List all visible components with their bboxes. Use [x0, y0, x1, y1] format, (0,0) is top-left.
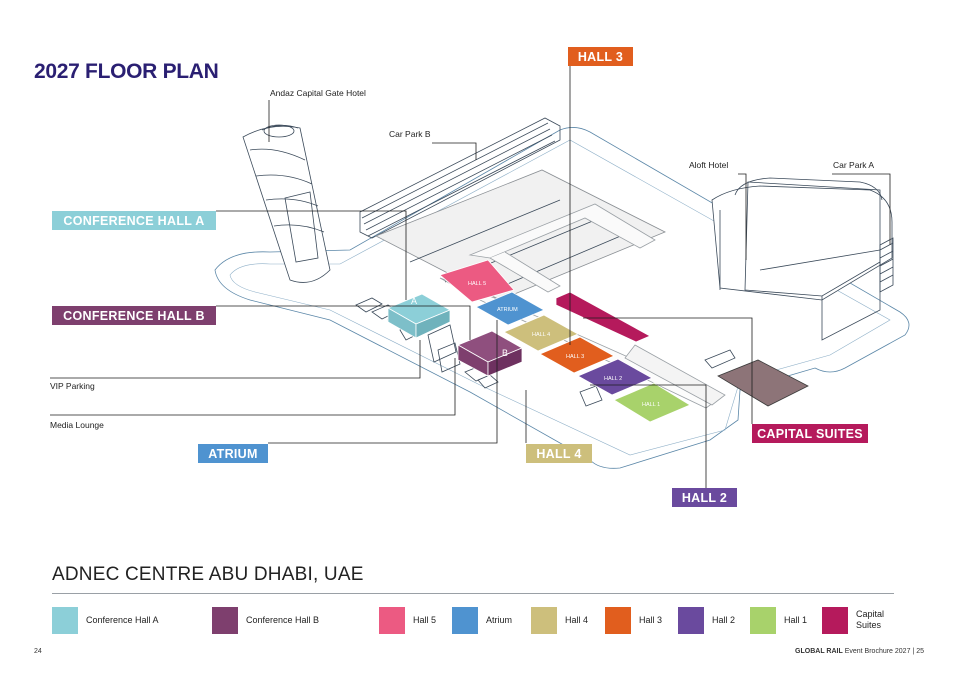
tag-hall4[interactable]: HALL 4 — [526, 444, 592, 463]
hall4-block[interactable] — [503, 314, 579, 352]
legend-item-hall3: Hall 3 — [605, 605, 662, 635]
tag-hall3[interactable]: HALL 3 — [568, 47, 633, 66]
legend-label: Hall 3 — [639, 614, 663, 625]
legend-item-atrium: Atrium — [452, 605, 512, 635]
callout-car-park-a: Car Park A — [833, 160, 875, 170]
map-label-hall2: HALL 2 — [604, 376, 622, 382]
tag-hall2[interactable]: HALL 2 — [672, 488, 737, 507]
legend-item-capital-suites: Capital Suites — [822, 605, 900, 635]
legend-label: Hall 1 — [784, 614, 808, 625]
callout-andaz: Andaz Capital Gate Hotel — [270, 88, 366, 98]
hall3-block[interactable] — [539, 336, 615, 374]
legend-swatch — [52, 606, 78, 634]
atrium-block[interactable] — [475, 291, 545, 326]
legend-label: Conference Hall A — [86, 614, 159, 625]
legend-label: Atrium — [486, 614, 513, 625]
map-label-a: A — [411, 296, 417, 306]
tag-conference-hall-b[interactable]: CONFERENCE HALL B — [52, 306, 216, 325]
legend-item-conference-hall-a: Conference Hall A — [52, 605, 159, 635]
tag-atrium[interactable]: ATRIUM — [198, 444, 268, 463]
footer-brand: GLOBAL RAIL — [795, 648, 843, 655]
hall5-block[interactable] — [439, 259, 515, 303]
venue-divider — [52, 593, 894, 594]
legend-item-hall2: Hall 2 — [678, 605, 735, 635]
legend-label: Hall 2 — [712, 614, 736, 625]
callout-vip-parking: VIP Parking — [50, 381, 95, 391]
venue-title: ADNEC CENTRE ABU DHABI, UAE — [52, 564, 364, 585]
legend-swatch — [605, 606, 631, 634]
capital-suites-pavilion[interactable] — [717, 359, 809, 407]
legend-swatch — [212, 606, 238, 634]
legend-item-hall4: Hall 4 — [531, 605, 588, 635]
legend-swatch — [750, 606, 776, 634]
legend-swatch — [531, 606, 557, 634]
footer-separator: | — [912, 648, 915, 655]
legend-swatch — [822, 606, 848, 634]
leader-lines — [50, 66, 891, 488]
legend-item-conference-hall-b: Conference Hall B — [212, 605, 319, 635]
map-label-atrium: ATRIUM — [497, 307, 518, 313]
legend-label: Capital Suites — [856, 609, 885, 630]
hall2-block[interactable] — [577, 358, 653, 396]
page-number-right: 25 — [916, 648, 924, 655]
capital-suites-block[interactable] — [555, 291, 651, 343]
page-number-left: 24 — [34, 648, 42, 655]
tag-conference-hall-a[interactable]: CONFERENCE HALL A — [52, 211, 216, 230]
callout-aloft: Aloft Hotel — [689, 160, 729, 170]
footer-doc: Event Brochure 2027 — [844, 648, 911, 655]
page-title: 2027 FLOOR PLAN — [34, 60, 219, 83]
legend-item-hall5: Hall 5 — [379, 605, 436, 635]
legend-label: Hall 4 — [565, 614, 589, 625]
callout-car-park-b: Car Park B — [389, 129, 431, 139]
page-footer-right: GLOBAL RAIL Event Brochure 2027 | 25 — [795, 648, 924, 655]
conference-hall-a-block[interactable] — [387, 293, 451, 339]
map-label-hall4: HALL 4 — [532, 332, 550, 338]
legend-item-hall1: Hall 1 — [750, 605, 807, 635]
legend-swatch — [452, 606, 478, 634]
legend-swatch — [379, 606, 405, 634]
conference-hall-b-block[interactable] — [457, 330, 523, 377]
tag-capital-suites[interactable]: CAPITAL SUITES — [752, 424, 868, 443]
map-label-b: B — [502, 348, 508, 358]
hall1-block[interactable] — [613, 382, 691, 423]
site-outline — [214, 117, 910, 469]
map-label-hall3: HALL 3 — [566, 354, 584, 360]
callout-media-lounge: Media Lounge — [50, 420, 104, 430]
hall-blocks — [387, 259, 809, 423]
legend-label: Hall 5 — [413, 614, 437, 625]
map-label-hall5: HALL 5 — [468, 281, 486, 287]
map-label-hall1: HALL 1 — [642, 402, 660, 408]
legend: Conference Hall A Conference Hall B Hall… — [52, 605, 902, 635]
in-map-labels: HALL 5 ATRIUM HALL 4 HALL 3 HALL 2 HALL … — [411, 281, 660, 408]
legend-label: Conference Hall B — [246, 614, 320, 625]
legend-swatch — [678, 606, 704, 634]
